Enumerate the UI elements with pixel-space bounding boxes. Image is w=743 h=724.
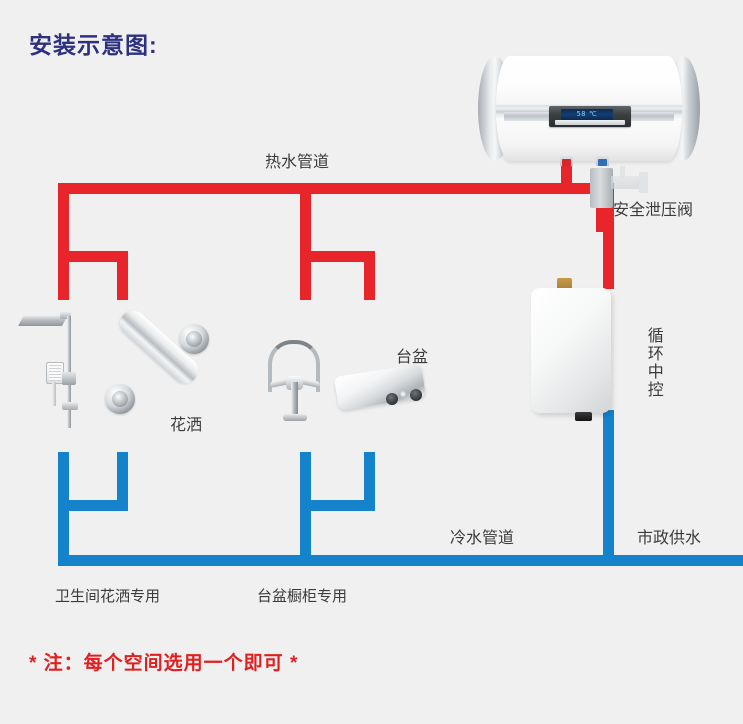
hot-pipe-left-vertical-b — [117, 251, 128, 300]
controller-cold-fitting — [575, 412, 592, 421]
controller-hot-fitting — [557, 278, 572, 290]
hot-pipe-left-crossbar — [58, 251, 128, 262]
mixer-inlet-cap-upper — [179, 324, 209, 354]
water-heater-keypad[interactable] — [555, 120, 625, 125]
cold-pipe-controller-drop — [603, 410, 614, 562]
basin-valve-screw — [400, 391, 406, 397]
safety-valve-lever[interactable] — [620, 166, 625, 178]
label-basin-valve: 台盆 — [396, 349, 429, 366]
caption-basin-cabinet: 台盆橱柜专用 — [257, 588, 348, 605]
basin-valve-port-a — [386, 393, 398, 405]
water-heater-display: 58 ℃ — [561, 109, 613, 120]
water-heater-control-panel[interactable]: 58 ℃ — [549, 106, 631, 127]
caption-bathroom-shower: 卫生间花洒专用 — [55, 588, 161, 605]
label-safety-relief-valve: 安全泄压阀 — [613, 202, 694, 219]
footer-note: * 注：每个空间选用一个即可 * — [29, 653, 299, 674]
hot-pipe-controller-riser — [603, 183, 614, 289]
safety-relief-valve[interactable] — [590, 164, 660, 208]
faucet-column — [291, 382, 298, 418]
water-heater-temperature-unit: ℃ — [589, 110, 598, 118]
shower-mixer-valve[interactable] — [97, 305, 217, 426]
water-heater-hot-outlet-port — [560, 156, 573, 166]
hot-pipe-main-horizontal — [58, 183, 614, 194]
label-circulation-controller: 循环中控 — [644, 327, 662, 399]
circulation-controller[interactable] — [531, 278, 611, 421]
safety-valve-body — [590, 168, 613, 208]
hot-pipe-mid-vertical-a — [300, 183, 311, 300]
safety-valve-outlet-arm — [611, 172, 648, 193]
water-heater-cold-inlet-port — [596, 156, 609, 166]
label-hot-water-pipe: 热水管道 — [265, 154, 330, 171]
shower-arm — [60, 312, 71, 319]
water-heater-temperature-value: 58 — [576, 110, 587, 118]
cold-pipe-mid-vertical-b — [364, 452, 375, 511]
basin-valve-port-b — [410, 389, 422, 401]
cold-pipe-left-crossbar — [58, 500, 128, 511]
water-heater[interactable]: 58 ℃ — [478, 56, 700, 166]
mixer-inlet-cap-lower — [105, 384, 135, 414]
label-shower-mixer: 花洒 — [170, 417, 203, 434]
cold-pipe-left-vertical-b — [117, 452, 128, 511]
cold-pipe-mid-crossbar — [300, 500, 375, 511]
hot-pipe-heater-drop — [561, 160, 572, 190]
cold-pipe-main-horizontal — [58, 555, 614, 566]
page-title: 安装示意图: — [29, 32, 158, 58]
hot-pipe-mid-vertical-b — [364, 251, 375, 300]
hot-pipe-safety-valve-drop — [596, 196, 605, 232]
shower-slide-bracket — [62, 372, 76, 385]
shower-column[interactable] — [18, 306, 90, 432]
basin-angle-valve[interactable] — [333, 363, 432, 414]
controller-housing — [531, 288, 611, 413]
shower-hose — [52, 382, 56, 406]
shower-mixer-base — [62, 402, 78, 410]
label-cold-water-pipe: 冷水管道 — [450, 530, 515, 547]
cold-pipe-municipal-run — [610, 555, 743, 566]
label-municipal-supply: 市政供水 — [637, 530, 702, 547]
hot-pipe-mid-crossbar — [300, 251, 375, 262]
hot-pipe-left-vertical-a — [58, 183, 69, 300]
basin-faucet[interactable] — [262, 336, 328, 422]
faucet-spout — [268, 340, 320, 392]
basin-valve-body — [333, 363, 427, 411]
faucet-base — [283, 414, 307, 421]
